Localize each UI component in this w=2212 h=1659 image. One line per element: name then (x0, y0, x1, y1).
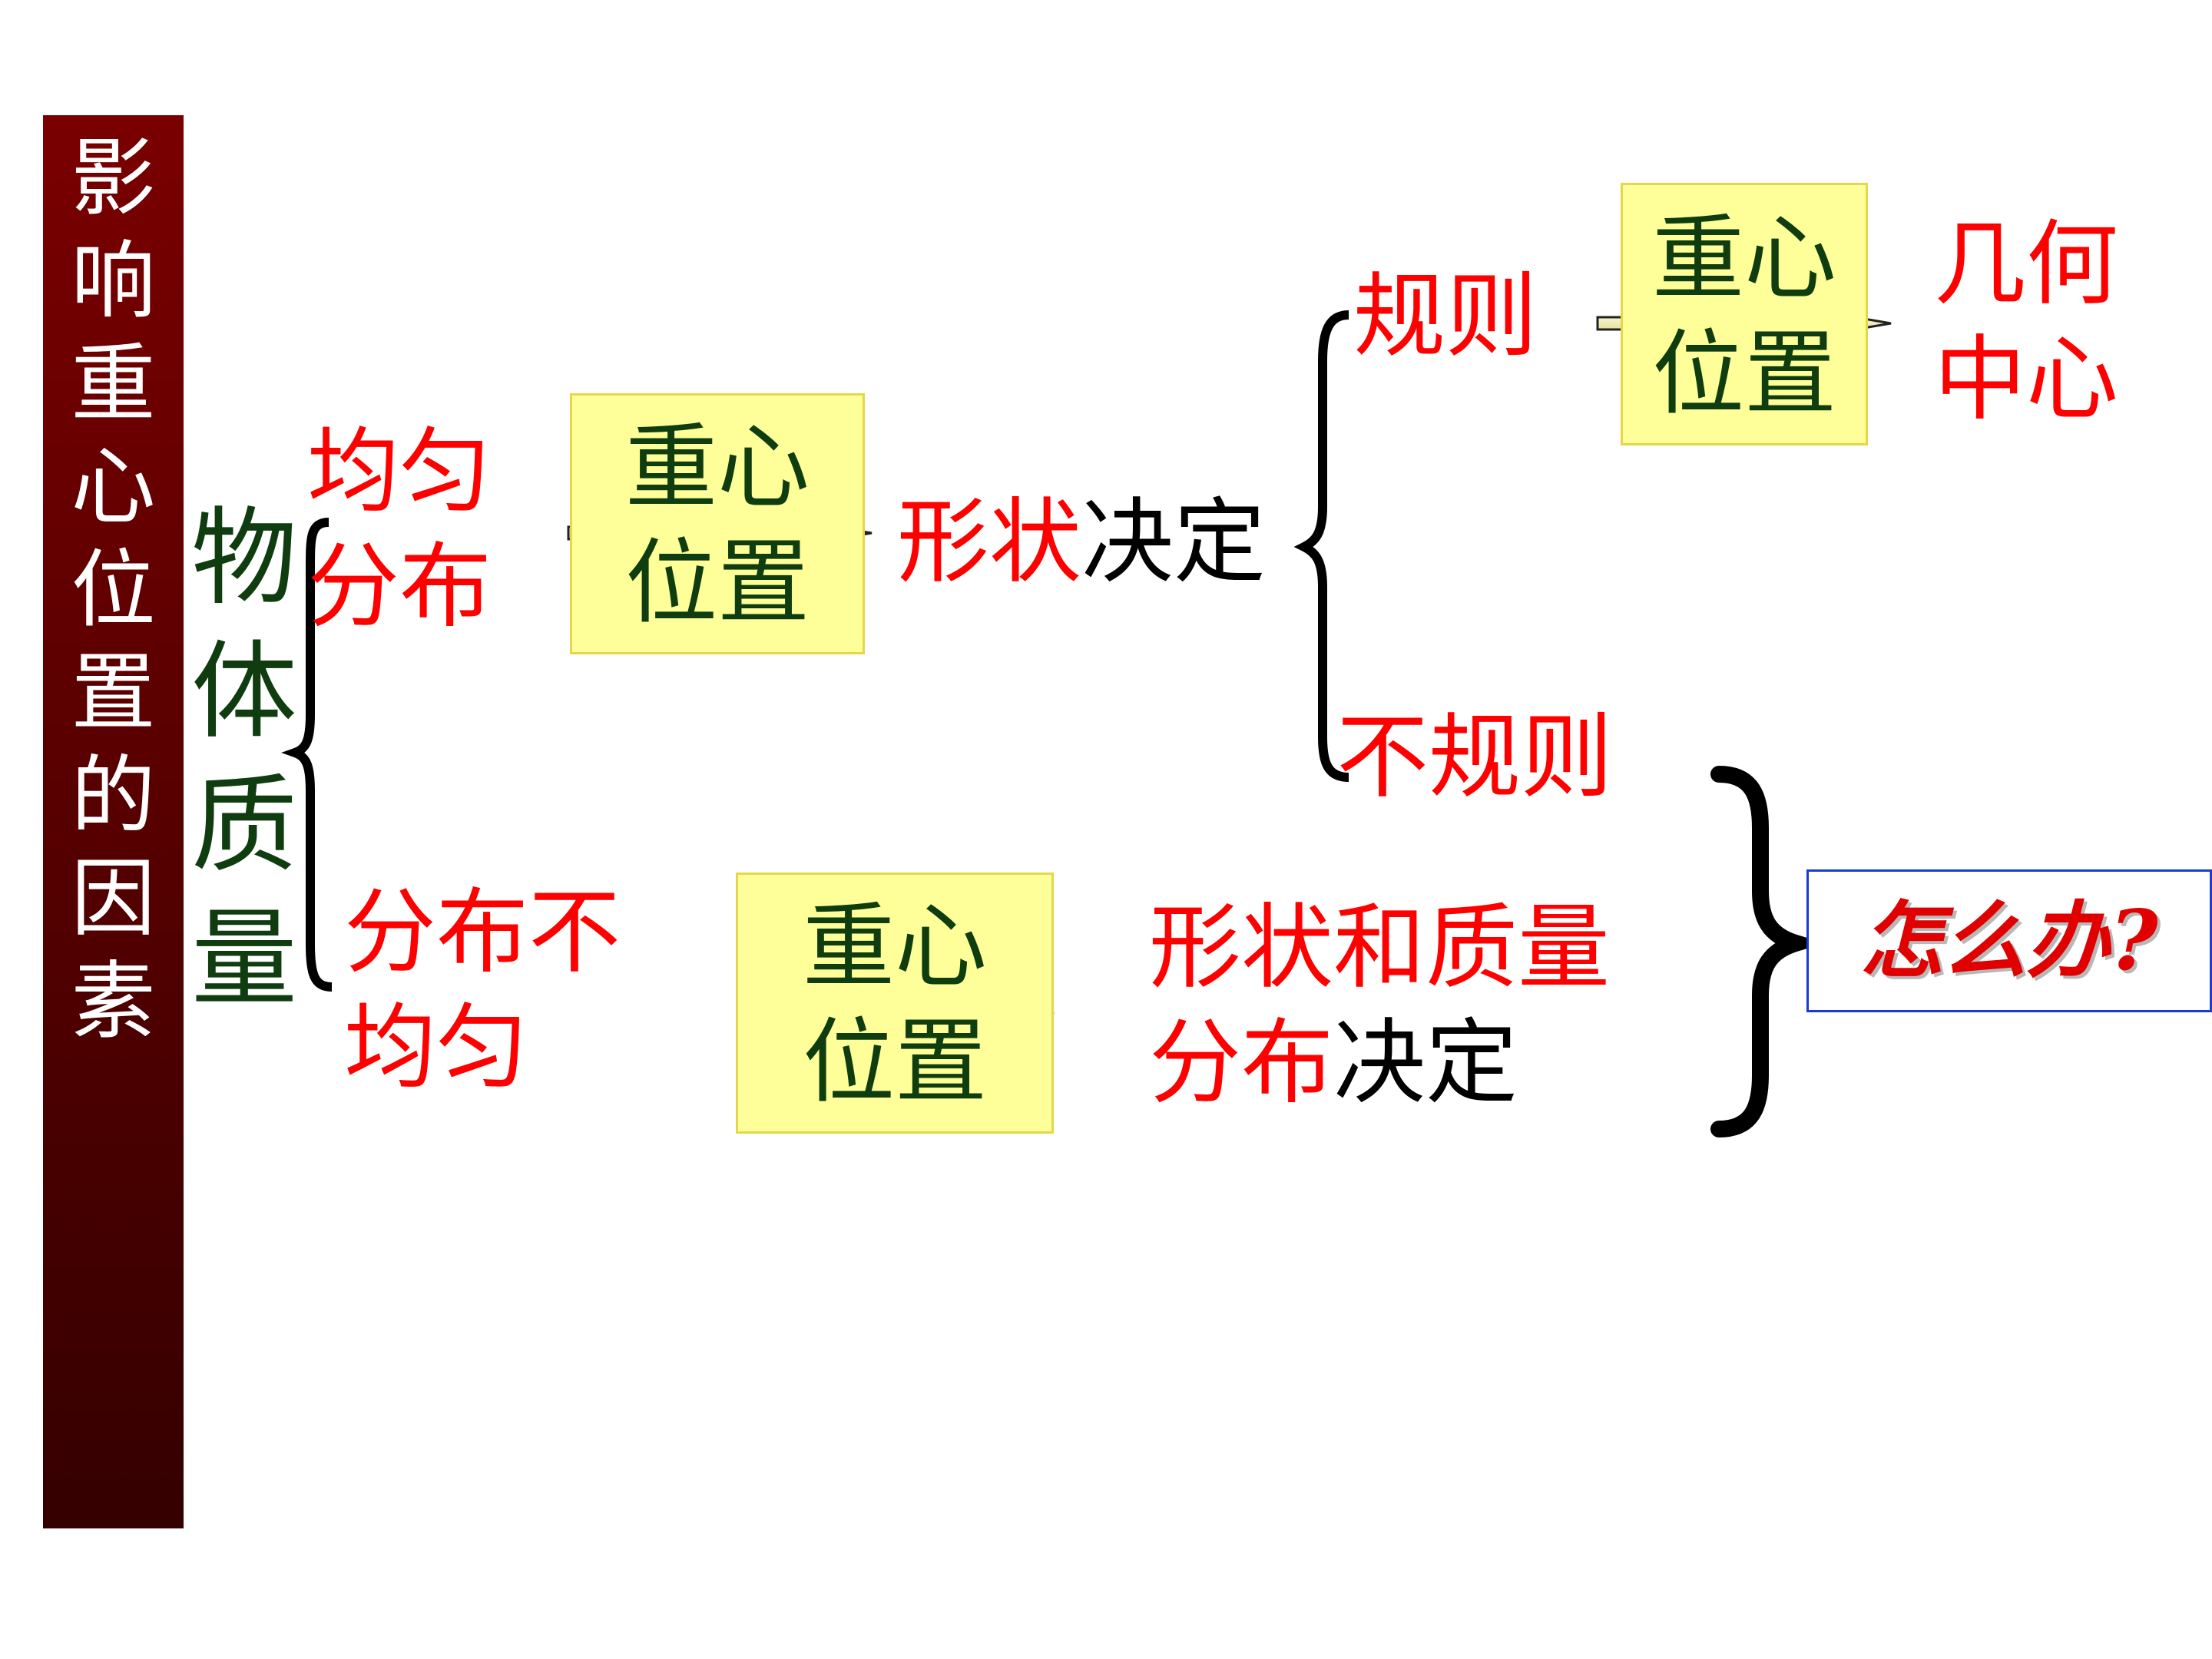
geometric-center-line1: 几何 (1934, 211, 2118, 318)
title-char: 影 (71, 129, 156, 227)
box-line1: 重心 (1652, 206, 1836, 313)
title-char: 素 (71, 952, 156, 1051)
box-line2: 位置 (625, 530, 810, 637)
subject-char: 体 (190, 630, 297, 753)
sidebar-title-bar: 影 响 重 心 位 置 的 因 素 (43, 115, 184, 1528)
what-to-do-text: 怎么办? (1860, 892, 2158, 989)
title-char: 位 (71, 541, 156, 639)
shape-decides-label: 形状决定 (897, 485, 1266, 601)
box-line2: 位置 (1652, 321, 1836, 428)
title-char: 因 (71, 849, 156, 948)
geometric-center-label: 几何 中心 (1934, 207, 2118, 438)
uniform-line2: 分布 (307, 534, 492, 641)
what-to-do-box: 怎么办? (1806, 869, 2212, 1012)
subject-char: 质 (190, 763, 297, 887)
title-char: 响 (71, 232, 156, 330)
shape-mass-line1: 形状和质量 (1149, 895, 1610, 1002)
center-of-gravity-box-regular: 重心 位置 (1621, 183, 1868, 445)
box-line1: 重心 (625, 415, 810, 522)
nonuniform-distribution-label: 分布不 均匀 (344, 876, 621, 1106)
geometric-center-line2: 中心 (1934, 326, 2118, 433)
regular-shape-label: 规则 (1353, 263, 1538, 370)
box-line1: 重心 (803, 894, 987, 1001)
box-line2: 位置 (803, 1009, 987, 1116)
irregular-shape-label: 不规则 (1336, 704, 1613, 811)
subject-char: 量 (190, 897, 297, 1021)
shape-mass-line2-black: 决定 (1333, 1010, 1518, 1117)
shape-and-mass-decides-label: 形状和质量 分布决定 (1149, 891, 1610, 1121)
left-brace (281, 518, 333, 992)
subject-mass-label: 物 体 质 量 (190, 492, 298, 1026)
sidebar-title: 影 响 重 心 位 置 的 因 素 (43, 127, 184, 1053)
title-char: 重 (71, 335, 156, 433)
nonuniform-line2: 均匀 (344, 995, 528, 1101)
uniform-distribution-label: 均匀 分布 (307, 415, 492, 645)
uniform-line1: 均匀 (307, 419, 492, 525)
title-char: 心 (71, 438, 156, 536)
center-of-gravity-box-uniform: 重心 位置 (570, 393, 865, 654)
title-char: 的 (71, 747, 156, 845)
shape-decides-red: 形状 (897, 489, 1081, 596)
shape-brace (1293, 310, 1349, 782)
right-brace (1710, 766, 1825, 1137)
shape-decides-black: 决定 (1081, 489, 1266, 596)
center-of-gravity-box-nonuniform: 重心 位置 (736, 873, 1054, 1134)
subject-char: 物 (190, 496, 297, 620)
title-char: 置 (71, 644, 156, 742)
nonuniform-line1: 分布不 (344, 879, 621, 986)
shape-mass-line2-red: 分布 (1149, 1010, 1333, 1117)
